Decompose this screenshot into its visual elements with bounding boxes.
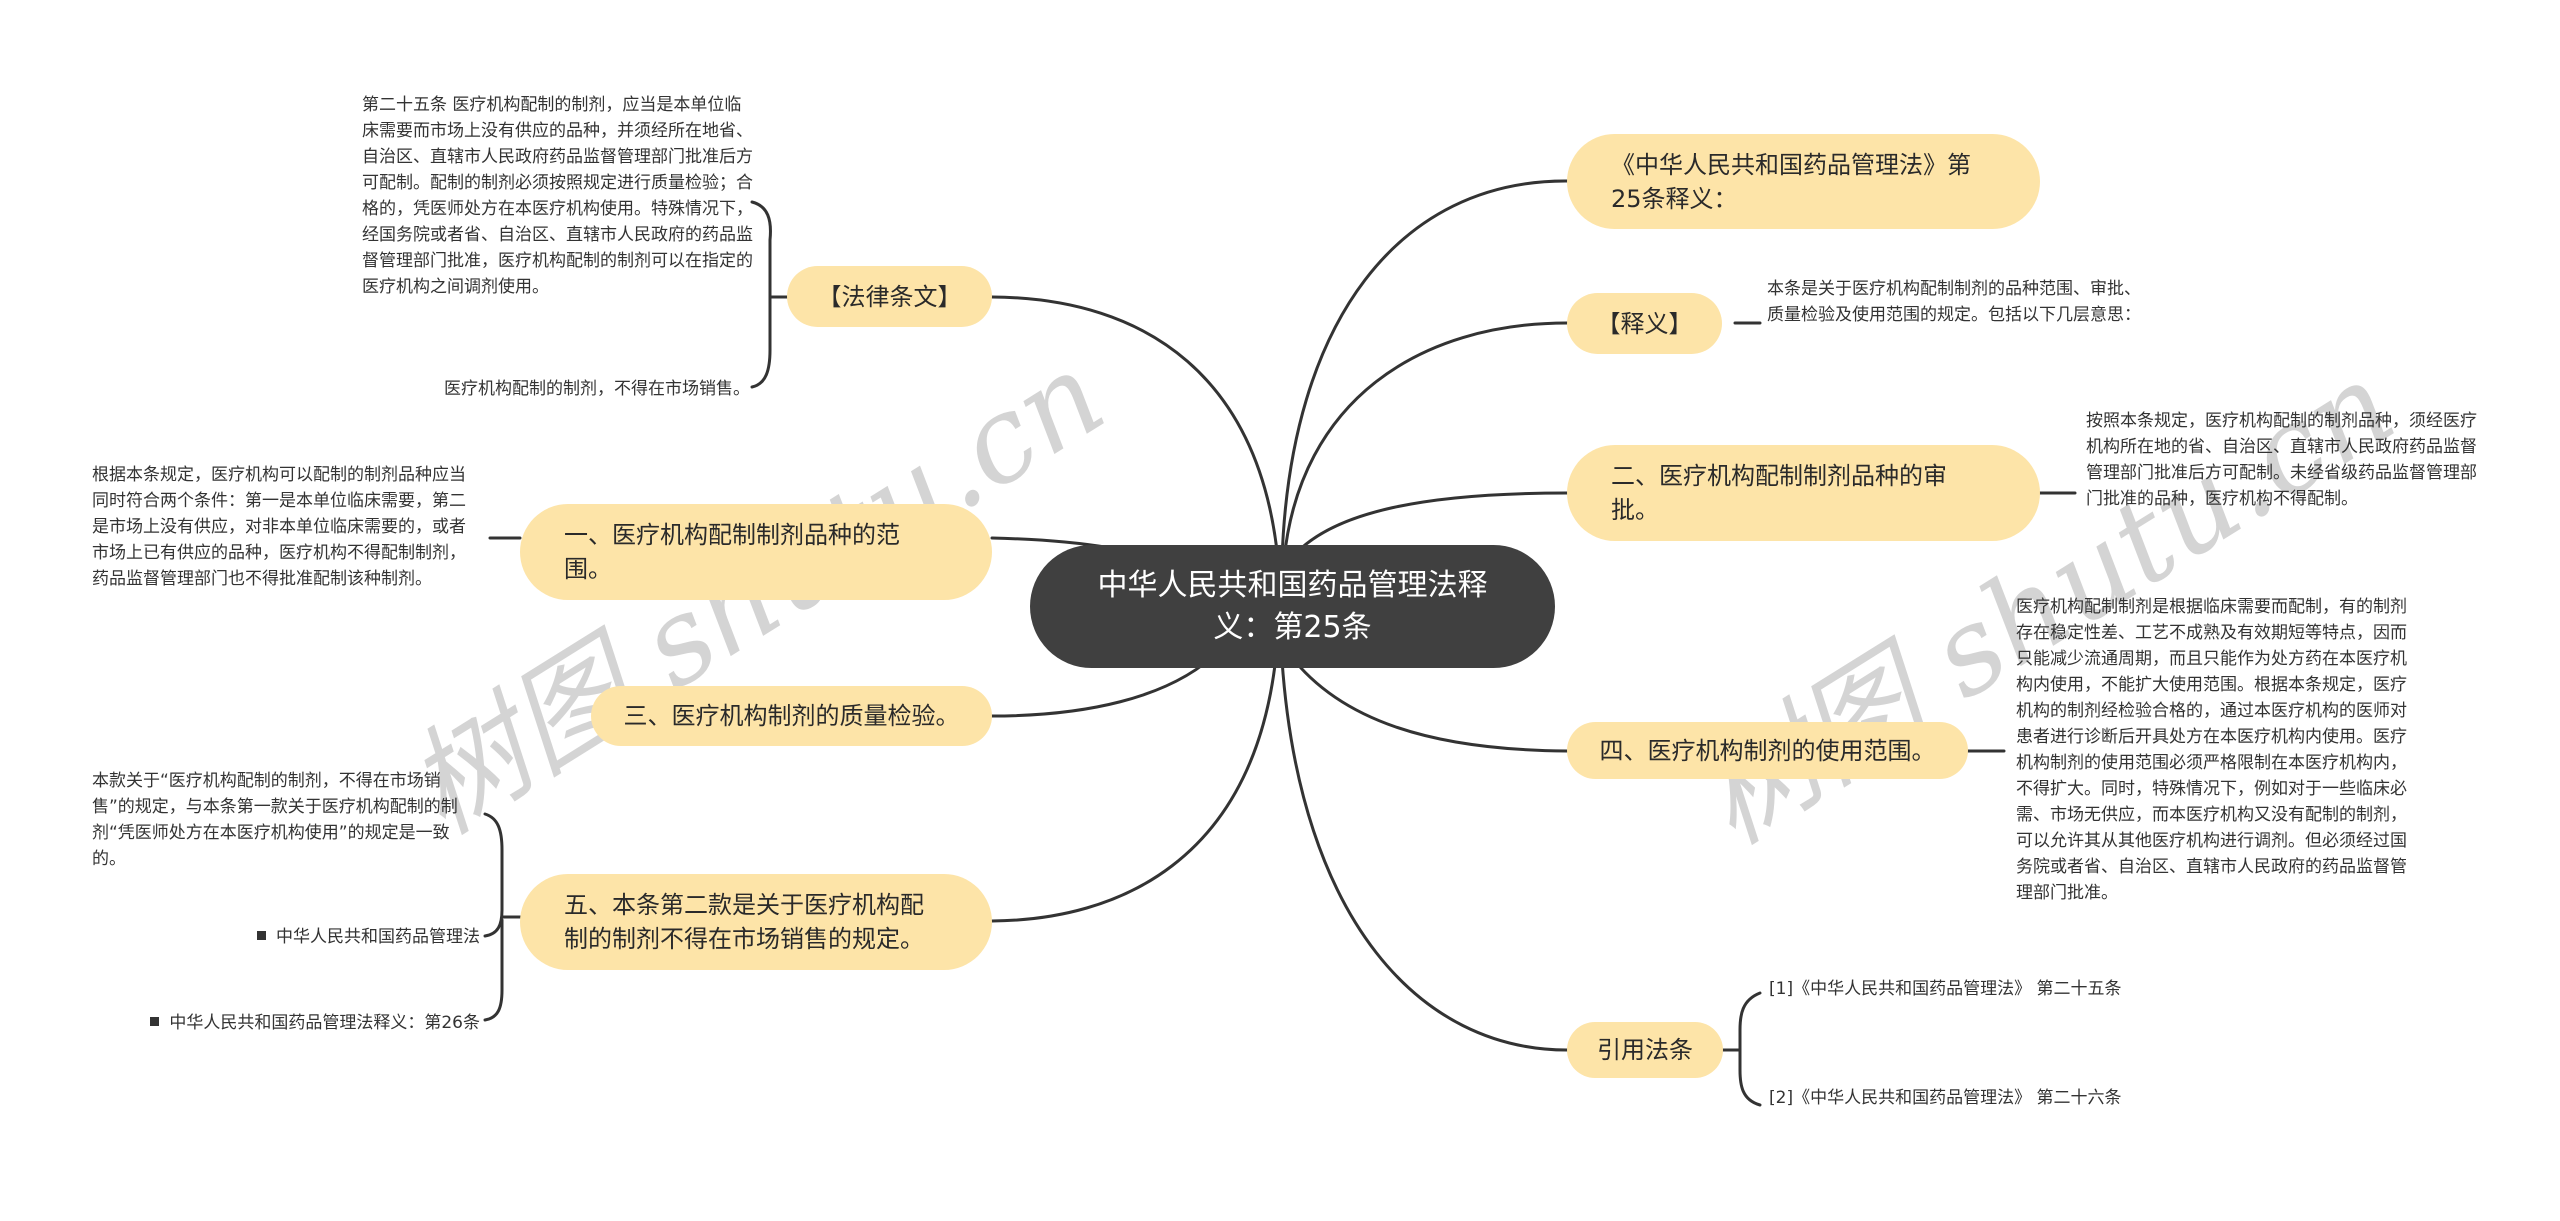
branch-cited-articles[interactable]: 引用法条 [1567, 1022, 1723, 1078]
bullet-icon [257, 930, 266, 940]
link-label: 中华人民共和国药品管理法 [276, 927, 480, 947]
branch-label: 【释义】 [1596, 309, 1693, 338]
leaf-approval-explanation: 按照本条规定，医疗机构配制的制剂品种，须经医疗机构所在地的省、自治区、直辖市人民… [2086, 411, 2477, 509]
bracket-yinyong [1738, 991, 1762, 1107]
leaf-citation-2[interactable]: [2]《中华人民共和国药品管理法》 第二十六条 [1769, 1088, 2122, 1108]
leaf-article-25-text: 第二十五条 医疗机构配制的制剂，应当是本单位临床需要而市场上没有供应的品种，并须… [362, 95, 753, 297]
edge-right-4 [1288, 653, 1569, 753]
link-label: 中华人民共和国药品管理法释义：第26条 [169, 1013, 480, 1033]
edge-right-3 [1288, 491, 1569, 562]
leaf-link-drug-law[interactable]: 中华人民共和国药品管理法 [180, 924, 480, 950]
branch-law-text[interactable]: 【法律条文】 [787, 266, 992, 327]
branch-article-title[interactable]: 《中华人民共和国药品管理法》第25条释义： [1567, 134, 2040, 229]
branch-no-market-sale[interactable]: 五、本条第二款是关于医疗机构配制的制剂不得在市场销售的规定。 [520, 874, 992, 970]
edge-right-1 [1280, 179, 1569, 562]
branch-label: 一、医疗机构配制制剂品种的范围。 [564, 521, 900, 583]
leaf-citation-1[interactable]: [1]《中华人民共和国药品管理法》 第二十五条 [1769, 979, 2122, 999]
leaf-usage-explanation: 医疗机构配制制剂是根据临床需要而配制，有的制剂存在稳定性差、工艺不成熟及有效期短… [2016, 597, 2407, 903]
central-topic-label: 中华人民共和国药品管理法释义：第25条 [1097, 567, 1488, 645]
branch-label: 五、本条第二款是关于医疗机构配制的制剂不得在市场销售的规定。 [564, 891, 924, 953]
edge-left-4 [990, 663, 1277, 923]
central-topic[interactable]: 中华人民共和国药品管理法释义：第25条 [1030, 545, 1555, 668]
branch-scope[interactable]: 一、医疗机构配制制剂品种的范围。 [520, 504, 992, 600]
branch-label: 【法律条文】 [817, 282, 962, 311]
branch-quality-inspection[interactable]: 三、医疗机构制剂的质量检验。 [591, 686, 992, 746]
branch-label: 二、医疗机构配制制剂品种的审批。 [1611, 462, 1947, 524]
leaf-interpretation-summary: 本条是关于医疗机构配制制剂的品种范围、审批、质量检验及使用范围的规定。包括以下几… [1767, 279, 2141, 325]
bullet-icon [150, 1016, 160, 1026]
branch-label: 三、医疗机构制剂的质量检验。 [623, 702, 960, 730]
branch-interpretation[interactable]: 【释义】 [1567, 293, 1722, 354]
leaf-scope-explanation: 根据本条规定，医疗机构可以配制的制剂品种应当同时符合两个条件：第一是本单位临床需… [92, 465, 466, 589]
leaf-no-market-sale: 医疗机构配制的制剂，不得在市场销售。 [444, 379, 750, 399]
edge-left-1 [990, 295, 1280, 562]
leaf-link-article-26[interactable]: 中华人民共和国药品管理法释义：第26条 [80, 1010, 480, 1036]
bracket-wu [483, 812, 504, 1022]
leaf-consistency-note: 本款关于“医疗机构配制的制剂，不得在市场销售”的规定，与本条第一款关于医疗机构配… [92, 771, 458, 869]
bracket-falv [750, 200, 772, 389]
branch-label: 四、医疗机构制剂的使用范围。 [1599, 736, 1936, 765]
edge-right-2 [1282, 321, 1569, 562]
branch-usage-scope[interactable]: 四、医疗机构制剂的使用范围。 [1567, 722, 1968, 779]
branch-label: 引用法条 [1597, 1036, 1693, 1064]
branch-approval[interactable]: 二、医疗机构配制制剂品种的审批。 [1567, 445, 2040, 541]
branch-label: 《中华人民共和国药品管理法》第25条释义： [1611, 150, 1971, 213]
edge-right-5 [1280, 658, 1569, 1052]
